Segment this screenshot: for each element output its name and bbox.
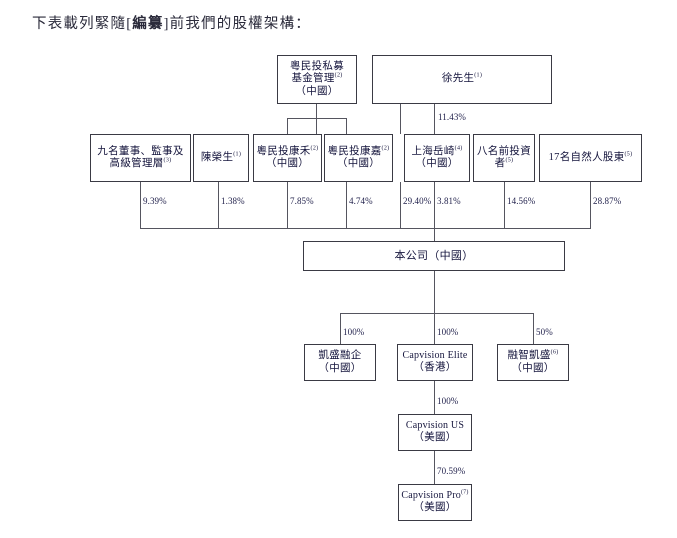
node-kaisheng-line1: 凱盛融企 bbox=[318, 350, 362, 362]
connector-shareholder-bus-bar bbox=[140, 228, 591, 230]
node-rongzhi-line1: 融智凱盛 bbox=[507, 350, 551, 362]
pct-elite: 100% bbox=[437, 327, 459, 337]
connector-yuemin-to-kanghe bbox=[287, 118, 289, 134]
pct-chen: 1.38% bbox=[221, 196, 245, 206]
node-capvision-us-line1: Capvision US bbox=[405, 420, 465, 432]
node-eight-investors-line2: 者 bbox=[494, 158, 506, 169]
connector-yuemin-tbar bbox=[287, 118, 347, 120]
node-elite-line1: Capvision Elite bbox=[402, 350, 468, 362]
node-seventeen-natural-shareholders[interactable]: 17名自然人股東(5) bbox=[539, 134, 642, 182]
pct-rongzhi: 50% bbox=[536, 327, 553, 337]
node-chen-rongsheng-line1: 陳榮生 bbox=[200, 151, 234, 163]
node-mr-xu-line1: 徐先生 bbox=[441, 73, 475, 85]
node-nine-directors-line2: 高級管理層 bbox=[109, 158, 164, 169]
connector-eight-down bbox=[504, 182, 506, 228]
node-capvision-us[interactable]: Capvision US （美國） bbox=[398, 414, 472, 451]
pct-nine-directors: 9.39% bbox=[143, 196, 167, 206]
node-capvision-pro-line1: Capvision Pro(7) bbox=[401, 490, 469, 502]
heading-pre: 下表載列緊隨[ bbox=[32, 16, 133, 32]
connector-xu-direct-down bbox=[400, 104, 402, 134]
node-yuemin-fund[interactable]: 粵民投私募 基金管理(2) （中國） bbox=[277, 55, 357, 104]
pct-seventeen: 28.87% bbox=[593, 196, 622, 206]
connector-kangjia-down bbox=[346, 182, 348, 228]
node-eight-investors-footnote: (5) bbox=[505, 157, 514, 164]
node-seventeen-footnote: (5) bbox=[624, 151, 633, 158]
connector-to-kaisheng bbox=[340, 313, 342, 344]
node-kangjia-footnote: (2) bbox=[381, 145, 390, 152]
node-yuemin-fund-line3: （中國） bbox=[295, 85, 339, 97]
node-rongzhi-footnote: (6) bbox=[550, 349, 559, 356]
node-eight-investors[interactable]: 八名前投資 者(5) bbox=[473, 134, 535, 182]
connector-chen-down bbox=[218, 182, 220, 228]
node-yuemin-fund-footnote: (2) bbox=[334, 72, 343, 79]
connector-to-rongzhi bbox=[533, 313, 535, 344]
node-kanghe-line1: 粵民投康禾 bbox=[256, 145, 311, 157]
node-kangjia-line1: 粵民投康嘉 bbox=[327, 145, 382, 157]
connector-yuemin-to-kangjia bbox=[346, 118, 348, 134]
node-eight-investors-line1: 八名前投資 bbox=[477, 145, 531, 157]
pct-capvision-pro: 70.59% bbox=[437, 466, 466, 476]
node-capvision-elite[interactable]: Capvision Elite （香港） bbox=[397, 344, 473, 381]
pct-kangjia: 4.74% bbox=[349, 196, 373, 206]
node-mr-xu-footnote: (1) bbox=[474, 72, 483, 79]
connector-seventeen-down bbox=[590, 182, 592, 228]
pct-kanghe: 7.85% bbox=[290, 196, 314, 206]
node-shanghai-yueqi-line2: （中國） bbox=[415, 158, 459, 169]
heading-bold: 編纂 bbox=[132, 16, 164, 32]
heading-post: ]前我們的股權架構： bbox=[163, 16, 311, 32]
node-seventeen-line1: 17名自然人股東 bbox=[548, 151, 625, 163]
node-kangjia[interactable]: 粵民投康嘉(2) （中國） bbox=[324, 134, 393, 182]
connector-subsidiary-tbar bbox=[340, 313, 534, 315]
node-kangjia-line2: （中國） bbox=[336, 158, 381, 169]
node-nine-directors-line1: 九名董事、監事及 bbox=[97, 145, 184, 157]
node-mr-xu[interactable]: 徐先生(1) bbox=[372, 55, 552, 104]
node-shanghai-yueqi[interactable]: 上海岳崎(4) （中國） bbox=[404, 134, 470, 182]
connector-to-elite bbox=[434, 313, 436, 344]
connector-kanghe-down bbox=[287, 182, 289, 228]
connector-bus-to-company bbox=[434, 228, 436, 241]
node-nine-directors[interactable]: 九名董事、監事及 高級管理層(3) bbox=[90, 134, 191, 182]
connector-elite-to-us bbox=[434, 381, 436, 414]
node-rongzhi-line2: （中國） bbox=[511, 362, 555, 374]
node-capvision-pro-name: Capvision Pro bbox=[401, 490, 461, 502]
node-nine-directors-footnote: (3) bbox=[163, 157, 172, 164]
node-capvision-pro-line2: （美國） bbox=[413, 502, 457, 514]
connector-xu-direct-bus bbox=[434, 182, 436, 228]
node-capvision-pro[interactable]: Capvision Pro(7) （美國） bbox=[398, 484, 472, 521]
node-capvision-pro-footnote: (7) bbox=[460, 490, 469, 497]
node-chen-rongsheng-footnote: (1) bbox=[233, 151, 242, 158]
pct-capvision-us: 100% bbox=[437, 396, 459, 406]
node-chen-rongsheng[interactable]: 陳榮生(1) bbox=[193, 134, 249, 182]
connector-us-to-pro bbox=[434, 451, 436, 484]
node-capvision-us-line2: （美國） bbox=[413, 432, 457, 444]
node-kaisheng-line2: （中國） bbox=[318, 362, 362, 374]
pct-kaisheng: 100% bbox=[343, 327, 365, 337]
node-company-label: 本公司（中國） bbox=[394, 249, 474, 262]
node-kaisheng-rongqi[interactable]: 凱盛融企 （中國） bbox=[304, 344, 376, 381]
node-kanghe-footnote: (2) bbox=[310, 145, 319, 152]
node-yuemin-fund-line2: 基金管理 bbox=[291, 73, 335, 85]
page-title: 下表載列緊隨[編纂]前我們的股權架構： bbox=[32, 12, 311, 33]
node-shanghai-yueqi-footnote: (4) bbox=[454, 145, 463, 152]
pct-xu-to-yueqi: 11.43% bbox=[438, 112, 467, 122]
node-rongzhi-kaisheng[interactable]: 融智凱盛(6) （中國） bbox=[497, 344, 569, 381]
connector-xu-to-yueqi bbox=[434, 104, 436, 134]
node-yuemin-fund-line1: 粵民投私募 bbox=[290, 60, 344, 72]
pct-eight-investors: 14.56% bbox=[507, 196, 536, 206]
pct-yueqi: 29.40% bbox=[403, 196, 432, 206]
connector-nine-directors-down bbox=[140, 182, 142, 228]
pct-xu-direct: 3.81% bbox=[437, 196, 461, 206]
node-company[interactable]: 本公司（中國） bbox=[303, 241, 565, 271]
node-shanghai-yueqi-line1: 上海岳崎 bbox=[411, 145, 455, 157]
node-elite-line2: （香港） bbox=[413, 362, 457, 374]
connector-company-down bbox=[434, 271, 436, 313]
node-kanghe[interactable]: 粵民投康禾(2) （中國） bbox=[253, 134, 322, 182]
connector-yueqi-down bbox=[400, 182, 402, 228]
node-kanghe-line2: （中國） bbox=[265, 158, 310, 169]
